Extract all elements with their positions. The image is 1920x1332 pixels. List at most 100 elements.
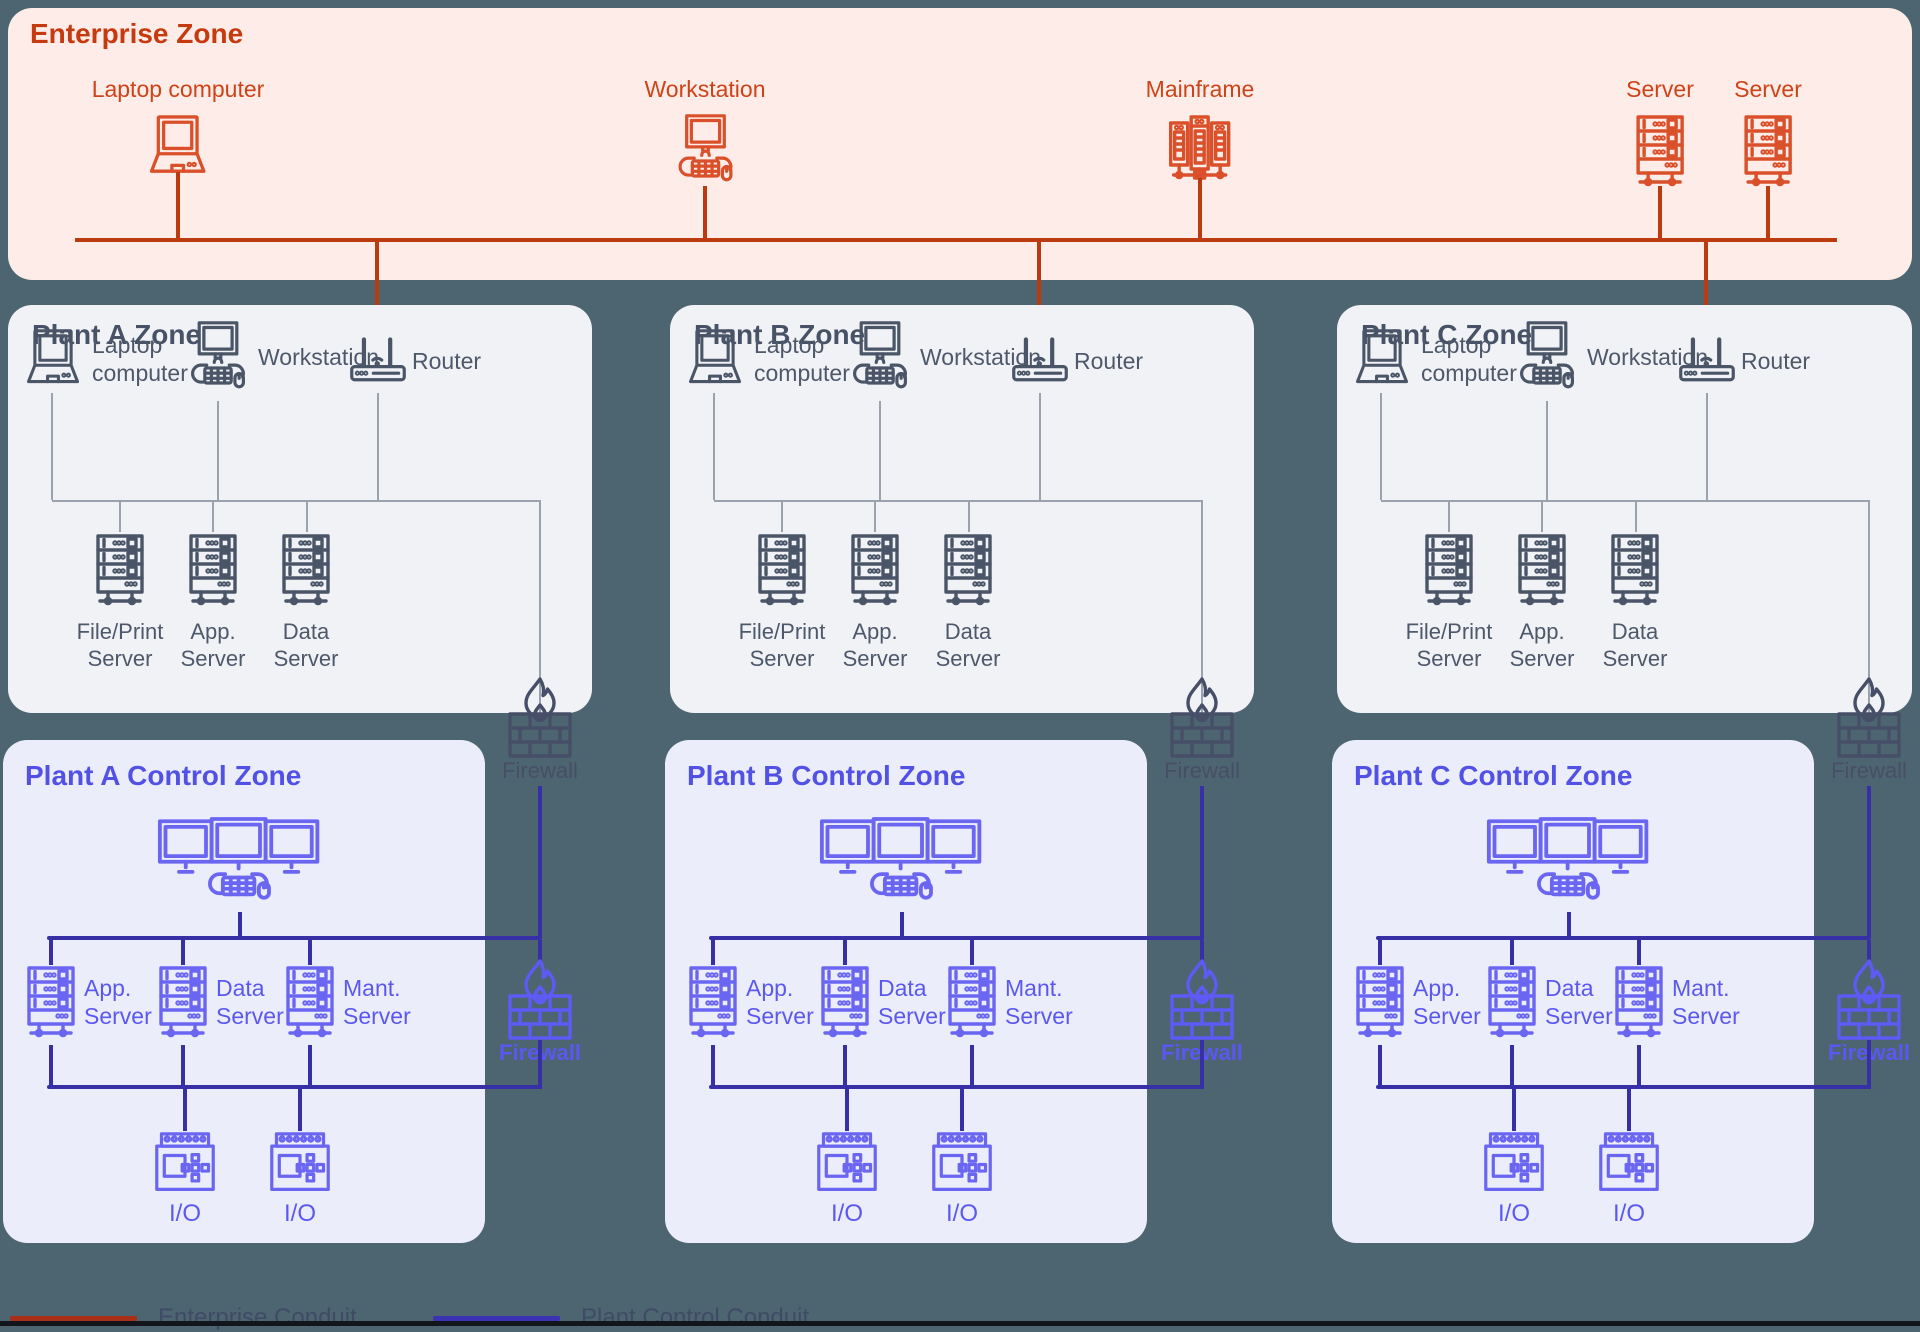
control-firewall-label: Firewall <box>1809 1040 1920 1066</box>
connector <box>176 172 180 238</box>
enterprise-mainframe: Mainframe <box>1146 76 1254 185</box>
laptop-icon <box>24 327 82 389</box>
control-bus-bottom <box>1376 1085 1871 1089</box>
app-server-label: App.Server <box>180 619 246 671</box>
server-icon <box>941 532 995 612</box>
plant-c-zone: Plant C Zone Router Laptop computer Work… <box>1337 305 1912 713</box>
connector <box>181 939 185 965</box>
enterprise-conduit-drop <box>1704 242 1708 334</box>
plant-control-conduit <box>1200 1040 1204 1089</box>
plant-control-conduit <box>538 940 542 964</box>
connector <box>1658 186 1662 238</box>
server-icon <box>1515 532 1569 612</box>
connector <box>298 1089 302 1131</box>
server-icon <box>755 532 809 612</box>
io-label: I/O <box>830 1200 863 1227</box>
connector <box>217 401 219 500</box>
mant-server-label: Mant.Server <box>343 975 411 1029</box>
legend-plant-control-conduit-line <box>433 1316 560 1321</box>
firewall-icon <box>1168 676 1236 760</box>
connector <box>1198 178 1202 238</box>
connector <box>1510 1045 1514 1087</box>
plant-control-conduit <box>538 1040 542 1089</box>
connector <box>1766 186 1770 238</box>
io-label: I/O <box>283 1200 316 1227</box>
connector <box>1635 502 1637 532</box>
firewall-icon <box>506 958 574 1042</box>
connector <box>1567 912 1571 940</box>
connector <box>843 1045 847 1087</box>
server-icon <box>818 964 872 1044</box>
connector <box>183 1089 187 1131</box>
workstation-icon <box>186 320 250 399</box>
plant-a-zone: Plant A Zone Router Laptop computer Work… <box>8 305 592 713</box>
enterprise-server-1: Server <box>1626 76 1694 193</box>
firewall-icon <box>506 676 574 760</box>
connector <box>308 1045 312 1087</box>
connector <box>1380 393 1382 500</box>
connector <box>968 502 970 532</box>
workstation-label: Workstation <box>258 344 380 370</box>
connector <box>377 393 379 500</box>
firewall-icon <box>1168 958 1236 1042</box>
connector <box>308 939 312 965</box>
enterprise-conduit-drop <box>375 242 379 334</box>
server-icon <box>686 964 740 1044</box>
connector <box>970 939 974 965</box>
plant-control-conduit <box>538 786 542 938</box>
connector <box>1510 939 1514 965</box>
server-icon <box>945 964 999 1044</box>
laptop-icon <box>1353 327 1411 389</box>
firewall-icon <box>1835 958 1903 1042</box>
control-zone-title: Plant C Control Zone <box>1354 760 1633 791</box>
laptop-label: Laptop computer <box>92 332 188 386</box>
enterprise-laptop-label: Laptop computer <box>91 76 265 102</box>
enterprise-conduit-drop <box>1037 242 1041 334</box>
connector <box>51 393 53 500</box>
hmi-icon <box>157 810 327 918</box>
connector <box>1637 939 1641 965</box>
connector <box>1627 1089 1631 1131</box>
plant-control-conduit <box>1867 786 1871 938</box>
hmi-icon <box>819 810 989 918</box>
io-label: I/O <box>945 1200 978 1227</box>
firewall-link-line <box>1201 501 1203 713</box>
enterprise-bus-line <box>75 238 1837 242</box>
connector <box>713 393 715 500</box>
plant-lan-line <box>52 500 541 502</box>
workstation-icon <box>848 320 912 399</box>
connector <box>306 502 308 532</box>
control-zone-title: Plant B Control Zone <box>687 760 966 791</box>
upper-firewall-label: Firewall <box>1164 758 1240 783</box>
server-icon <box>1353 964 1407 1044</box>
app-server-label: App.Server <box>1509 619 1575 671</box>
server-icon <box>1422 532 1476 612</box>
server-icon <box>186 532 240 612</box>
plant-lan-line <box>714 500 1203 502</box>
plant-b-zone: Plant B Zone Router Laptop computer Work… <box>670 305 1254 713</box>
connector <box>1512 1089 1516 1131</box>
connector <box>119 502 121 532</box>
control-bus-bottom <box>709 1085 1204 1089</box>
plant-control-conduit <box>1200 786 1204 938</box>
legend-enterprise-conduit-line <box>10 1316 137 1321</box>
control-bus-top <box>47 936 542 940</box>
laptop-label: Laptop computer <box>1421 332 1517 386</box>
server-icon <box>1608 532 1662 612</box>
upper-firewall-label: Firewall <box>502 758 578 783</box>
plant-b-column: Plant B Zone Router Laptop computer Work… <box>665 0 1254 1326</box>
enterprise-laptop: Laptop computer <box>91 76 265 179</box>
connector <box>181 1045 185 1087</box>
control-bus-bottom <box>47 1085 542 1089</box>
plant-a-column: Plant A Zone Router Laptop computer Work… <box>3 0 592 1326</box>
app-server-label: App.Server <box>842 619 908 671</box>
enterprise-server-1-label: Server <box>1626 76 1694 102</box>
control-bus-top <box>709 936 1204 940</box>
enterprise-server-2-label: Server <box>1734 76 1802 102</box>
connector <box>1637 1045 1641 1087</box>
bottom-edge-bar <box>0 1321 1920 1326</box>
